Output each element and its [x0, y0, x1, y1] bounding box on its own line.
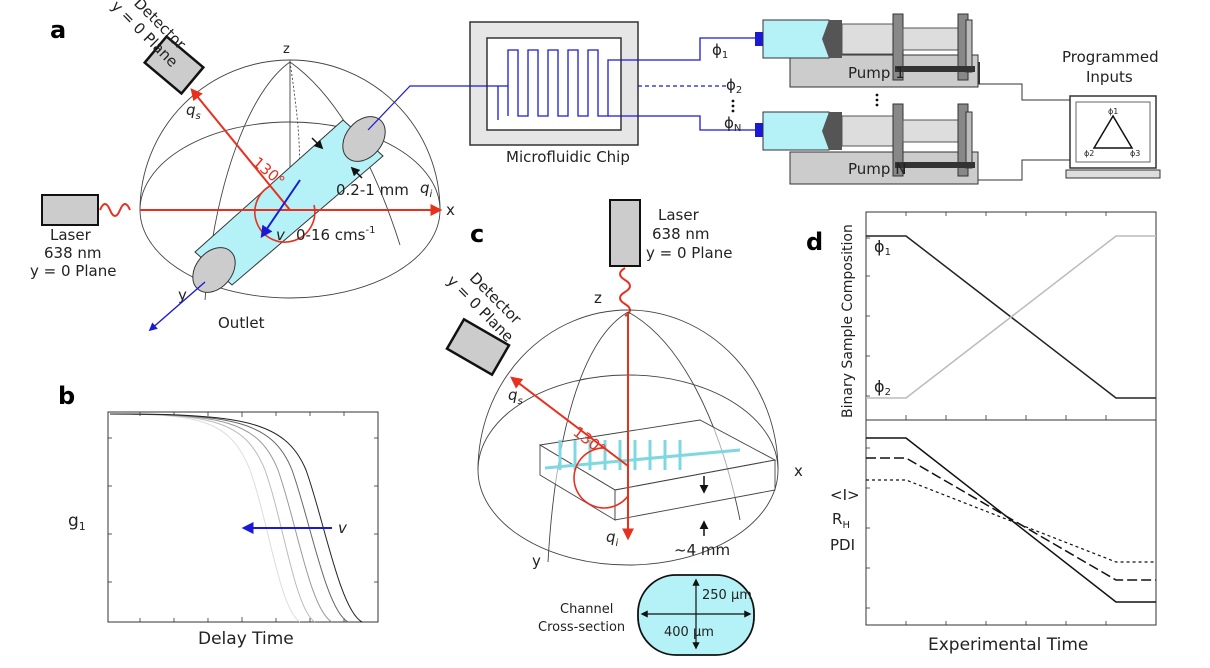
laser-label-c-3: y = 0 Plane: [646, 244, 732, 262]
phiN-label-setup: ϕN: [724, 114, 741, 134]
pdi-line: [866, 479, 1156, 563]
panel-b-ylabel: g1: [68, 511, 86, 533]
laser-label-c-2: 638 nm: [652, 225, 710, 243]
laser-label-c-1: Laser: [658, 206, 700, 224]
rh-line: [866, 457, 1156, 581]
panel-d-top-ylabel: Binary Sample Composition: [840, 224, 856, 418]
panel-a-channel: [148, 85, 470, 332]
panel-c-axis-y: y: [532, 552, 541, 570]
programmed-label-2: Inputs: [1086, 68, 1133, 86]
chip-label: Microfluidic Chip: [506, 148, 630, 166]
laser-box-a: [41, 194, 131, 226]
width-label: 400 µm: [664, 625, 714, 640]
velocity-symbol-a: v: [276, 226, 286, 244]
laser-label-a-1: Laser: [50, 226, 92, 244]
pump-n-label: Pump N: [848, 160, 906, 178]
monitor-phi2: ϕ2: [1084, 149, 1094, 158]
dots-vertical-setup: [731, 93, 879, 113]
laser-label-a-3: y = 0 Plane: [30, 262, 116, 280]
laser-label-a-2: 638 nm: [44, 244, 102, 262]
panel-d-label: d: [806, 228, 823, 256]
panel-d-bottom-frame: [865, 419, 1157, 626]
pump-1: [755, 13, 980, 88]
panel-c-axis-x: x: [794, 462, 803, 480]
phi2-label-d: ϕ2: [874, 377, 891, 398]
panel-c: c Laser 638 nm y = 0 Plane z x y Detecto…: [443, 199, 803, 656]
phi2-composition-line: [866, 235, 1156, 399]
outlet-label: Outlet: [218, 314, 265, 332]
scattered-beam-a: [190, 88, 291, 211]
panel-d-xlabel: Experimental Time: [928, 635, 1088, 655]
velocity-arrow-a: [260, 179, 301, 238]
panel-b-xlabel: Delay Time: [198, 629, 294, 649]
panel-b-label: b: [58, 382, 75, 410]
panel-a-label: a: [50, 16, 66, 44]
detector-box-a: [142, 34, 206, 96]
phi1-label-d: ϕ1: [874, 237, 891, 258]
panel-d: d ϕ1 ϕ2 Binary Sample Composition <I> RH…: [806, 211, 1157, 655]
panel-a-axis-y: y: [178, 286, 187, 304]
panel-a: a z x y Detector y = 0 Plane: [30, 0, 470, 332]
detector-box-c: [445, 317, 511, 377]
pump-n: [755, 103, 979, 185]
angle-arc-a: [254, 185, 316, 243]
gap-arrow-top: [311, 137, 324, 150]
qs-label-c: qs: [508, 386, 523, 407]
cross-label-1: Channel: [560, 602, 613, 617]
gap-label-a: 0.2-1 mm: [336, 181, 409, 199]
panel-a-axis-x: x: [446, 201, 455, 219]
programmed-label-1: Programmed: [1062, 48, 1159, 66]
velocity-range-a: 0-16 cms-1: [296, 225, 375, 244]
rh-label: RH: [832, 510, 850, 531]
phi2-label-setup: ϕ2: [726, 76, 742, 96]
panel-c-axis-z: z: [594, 289, 602, 307]
panel-d-top-frame: [865, 211, 1157, 421]
setup-schematic: Microfluidic Chip ϕ1 ϕ2 ϕN Pump 1: [469, 13, 1161, 185]
qi-label-c: qi: [606, 528, 619, 549]
intensity-label: <I>: [830, 486, 860, 504]
panel-c-label: c: [470, 220, 484, 248]
panel-b: b v g1 Delay Time: [58, 382, 379, 649]
qs-label-a: qs: [186, 101, 201, 122]
monitor-phi1: ϕ1: [1108, 107, 1118, 116]
chip-channel-c: [544, 440, 741, 470]
cable-1: [978, 83, 1070, 101]
panel-c-hemisphere: [477, 309, 779, 566]
panel-a-axis-z: z: [283, 42, 290, 57]
scattered-beam-c: [510, 376, 629, 467]
panel-b-frame: [107, 411, 379, 623]
tube-phi1: [638, 37, 755, 61]
phi1-label-setup: ϕ1: [712, 41, 728, 61]
intensity-line: [866, 437, 1156, 603]
tube-phiN: [638, 115, 755, 131]
laser-box-c: [609, 199, 641, 317]
monitor-phi3: ϕ3: [1130, 149, 1140, 158]
panel-b-ticks: [108, 412, 378, 622]
gap-arrow-bottom: [350, 166, 363, 179]
pdi-label: PDI: [830, 536, 855, 554]
correlation-curves: [109, 413, 363, 623]
velocity-label-b: v: [338, 519, 348, 537]
depth-label-c: ~4 mm: [674, 541, 730, 559]
qi-label-a: qi: [420, 179, 433, 200]
microfluidic-chip: [469, 21, 639, 146]
pump-1-label: Pump 1: [848, 64, 905, 82]
panel-d-ticks: [866, 212, 1107, 625]
cross-label-2: Cross-section: [538, 620, 625, 635]
angle-arc-c: [573, 447, 629, 509]
computer-monitor: [1065, 95, 1161, 179]
height-label: 250 µm: [702, 588, 752, 603]
cable-n: [978, 159, 1070, 181]
